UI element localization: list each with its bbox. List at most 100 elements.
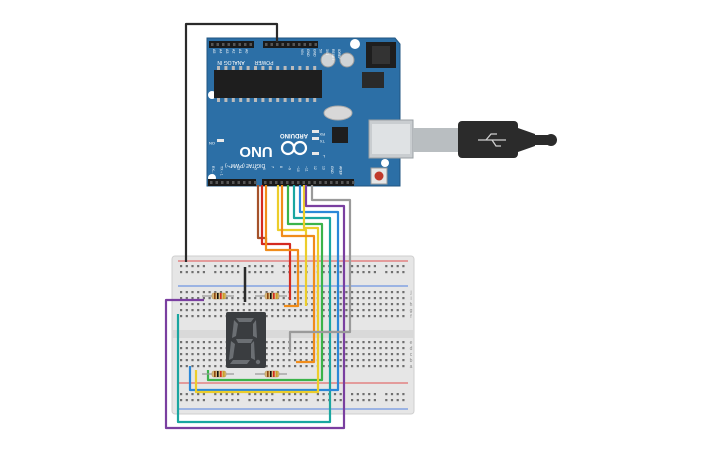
pin-label: 8 xyxy=(279,166,283,168)
pin-label: A3 xyxy=(225,49,229,53)
rail-hole xyxy=(259,271,262,274)
wire-black-gnd-top xyxy=(208,22,279,42)
breadboard-hole xyxy=(385,297,388,300)
breadboard-hole xyxy=(345,353,348,356)
rail-hole xyxy=(299,393,302,396)
rail-hole xyxy=(254,393,257,396)
rail-hole xyxy=(373,265,376,268)
breadboard-hole xyxy=(339,353,342,356)
breadboard-hole xyxy=(259,309,262,312)
header-hole xyxy=(280,181,283,184)
rail-hole xyxy=(237,265,240,268)
reset-button[interactable] xyxy=(370,167,388,185)
breadboard-hole xyxy=(248,303,251,306)
breadboard-hole xyxy=(390,347,394,350)
rail-hole xyxy=(254,271,257,274)
rail-hole xyxy=(288,399,291,402)
breadboard-hole xyxy=(219,291,223,294)
board-brand-label: ARDUINO xyxy=(280,132,308,138)
rail-hole xyxy=(402,393,405,396)
rail-hole xyxy=(219,399,223,402)
breadboard-hole xyxy=(282,347,285,350)
rail-hole xyxy=(271,265,274,268)
rail-hole xyxy=(299,399,302,402)
wire-blue xyxy=(188,185,340,392)
pin-label: A2 xyxy=(232,49,236,53)
breadboard-hole xyxy=(202,359,205,362)
breadboard-hole xyxy=(197,303,200,306)
breadboard-hole xyxy=(396,359,399,362)
breadboard-hole xyxy=(356,341,359,344)
header-hole xyxy=(244,43,247,46)
breadboard-hole xyxy=(202,353,205,356)
breadboard-hole xyxy=(294,309,297,312)
rail-hole xyxy=(237,271,240,274)
rail-hole xyxy=(322,265,325,268)
wire-purple xyxy=(164,185,346,430)
rail-hole xyxy=(265,271,268,274)
rail-hole xyxy=(202,265,205,268)
header-hole xyxy=(281,43,284,46)
rail-hole xyxy=(373,393,376,396)
breadboard-hole xyxy=(254,303,257,306)
chip-pin xyxy=(268,98,272,102)
wire-orange-1 xyxy=(264,185,300,308)
breadboard-hole xyxy=(191,347,194,350)
breadboard-hole xyxy=(322,309,325,312)
chip-pin xyxy=(254,98,257,102)
rail-hole xyxy=(271,399,274,402)
rail-hole xyxy=(282,399,285,402)
rail-hole xyxy=(197,399,200,402)
rail-hole xyxy=(254,399,257,402)
breadboard-hole xyxy=(197,315,200,318)
breadboard-hole xyxy=(231,291,234,294)
breadboard-hole xyxy=(311,309,314,312)
breadboard-hole xyxy=(385,315,388,318)
board-model-label: UNO xyxy=(239,143,273,160)
breadboard-hole xyxy=(333,359,337,362)
row-letter: f xyxy=(410,314,412,320)
breadboard-hole xyxy=(214,291,217,294)
breadboard-hole xyxy=(356,309,359,312)
analog-header-label: ANALOG IN xyxy=(217,59,245,65)
breadboard-hole xyxy=(288,309,291,312)
power-header-label: POWER xyxy=(254,59,273,65)
rail-hole xyxy=(231,399,234,402)
breadboard-hole xyxy=(390,359,394,362)
status-leds: RX TX L ON xyxy=(209,130,325,159)
rail-hole xyxy=(202,393,205,396)
breadboard-hole xyxy=(311,297,314,300)
breadboard-hole xyxy=(402,297,405,300)
breadboard-hole xyxy=(197,347,200,350)
breadboard-hole xyxy=(390,353,394,356)
rail-hole xyxy=(356,265,359,268)
row-letter: i xyxy=(410,296,411,302)
rail-hole xyxy=(305,393,308,396)
breadboard-hole xyxy=(333,309,337,312)
rail-hole xyxy=(248,271,251,274)
breadboard-hole xyxy=(271,303,274,306)
chip-pin xyxy=(283,66,287,70)
breadboard-hole xyxy=(202,309,205,312)
header-hole xyxy=(237,181,240,184)
breadboard-hole xyxy=(390,291,394,294)
breadboard-hole xyxy=(271,291,274,294)
rail-hole xyxy=(185,271,188,274)
breadboard-hole xyxy=(276,303,280,306)
chip-pin xyxy=(276,98,280,102)
row-letter: e xyxy=(410,340,413,346)
breadboard-hole xyxy=(271,347,274,350)
breadboard-hole xyxy=(333,291,337,294)
breadboard-hole xyxy=(390,309,394,312)
breadboard-hole xyxy=(362,309,365,312)
breadboard-hole xyxy=(185,341,188,344)
breadboard-hole xyxy=(197,291,200,294)
header-analog xyxy=(209,41,254,48)
rail-hole xyxy=(180,399,183,402)
power-jack-socket xyxy=(372,46,390,64)
pin-label: A4 xyxy=(219,49,223,53)
header-hole xyxy=(248,181,251,184)
svg-text:TX: TX xyxy=(320,139,325,144)
breadboard-hole xyxy=(339,359,342,362)
header-hole xyxy=(346,181,349,184)
